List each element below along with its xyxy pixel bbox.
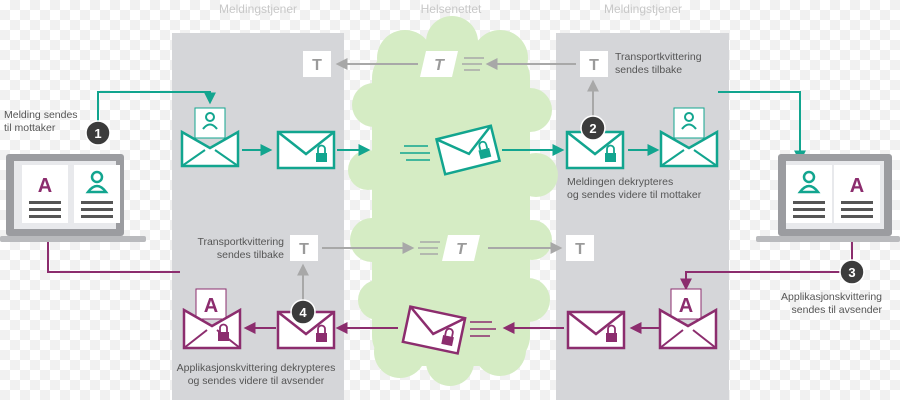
step-3-badge: 3 xyxy=(839,259,865,285)
transport-receipt-icon: T xyxy=(420,51,458,77)
svg-text:3: 3 xyxy=(848,265,855,280)
transport-left-label-line1: Transportkvittering xyxy=(197,236,284,248)
application-letter: A xyxy=(38,175,52,197)
motion-lines xyxy=(462,57,484,71)
app-return-arrow xyxy=(42,229,180,273)
transport-receipt-icon: T xyxy=(303,51,331,77)
application-letter: A xyxy=(204,295,218,317)
svg-text:T: T xyxy=(299,241,309,258)
application-letter: A xyxy=(850,175,864,197)
svg-text:1: 1 xyxy=(94,126,101,141)
locked-envelope-icon xyxy=(276,130,336,170)
right-server-header: Meldingstjener xyxy=(604,2,682,16)
left-server-header: Meldingstjener xyxy=(219,2,297,16)
transport-right-label-line1: Transportkvittering xyxy=(615,51,702,63)
svg-text:T: T xyxy=(575,241,585,258)
deliver-arrow xyxy=(718,91,806,163)
transport-receipt-icon: T xyxy=(566,235,594,261)
transport-left-label-line2: sendes tilbake xyxy=(217,249,284,261)
app-receipt-label-line1: Applikasjonskvittering xyxy=(781,291,882,303)
svg-text:T: T xyxy=(312,57,322,74)
person-document-icon xyxy=(74,165,120,223)
send-label-line2: til mottaker xyxy=(4,122,56,134)
svg-text:T: T xyxy=(456,241,467,258)
motion-lines xyxy=(400,145,430,161)
svg-text:2: 2 xyxy=(589,121,596,136)
svg-text:T: T xyxy=(434,57,445,74)
app-decrypt-label-line1: Applikasjonskvittering dekrypteres xyxy=(177,362,336,374)
decrypt-label-line1: Meldingen dekrypteres xyxy=(567,176,673,188)
open-envelope-person-icon xyxy=(659,107,719,168)
svg-text:4: 4 xyxy=(299,305,307,320)
application-document-icon xyxy=(22,165,68,223)
step-4-badge: 4 xyxy=(290,299,316,325)
app-receipt-label-line2: sendes til avsender xyxy=(792,304,883,316)
sender-laptop: A xyxy=(0,154,146,242)
transport-right-label-line2: sendes tilbake xyxy=(615,64,682,76)
network-header: Helsenettet xyxy=(421,2,482,16)
app-receipt-arrow xyxy=(680,218,853,291)
decrypt-label-line2: og sendes videre til mottaker xyxy=(567,189,702,201)
step-1-badge: 1 xyxy=(85,120,111,146)
motion-lines xyxy=(470,321,496,337)
app-decrypt-label-line2: og sendes videre til avsender xyxy=(188,375,325,387)
locked-envelope-icon xyxy=(566,310,626,350)
transport-receipt-icon: T xyxy=(442,235,480,261)
motion-lines xyxy=(418,241,440,255)
send-arrow xyxy=(97,91,216,124)
open-envelope-application-icon: A xyxy=(182,288,242,350)
svg-text:T: T xyxy=(589,57,599,74)
receiver-laptop: A xyxy=(756,154,900,242)
in-transit-envelope-icon xyxy=(434,124,502,176)
step-2-badge: 2 xyxy=(580,115,606,141)
transport-receipt-icon: T xyxy=(580,51,608,77)
person-document-icon xyxy=(786,165,832,223)
application-document-icon xyxy=(834,165,880,223)
open-envelope-person-icon xyxy=(180,107,240,168)
in-transit-envelope-icon xyxy=(401,305,467,355)
send-label-line1: Melding sendes xyxy=(4,109,78,121)
open-envelope-application-icon: A xyxy=(658,288,718,350)
transport-receipt-icon: T xyxy=(290,235,318,261)
application-letter: A xyxy=(679,295,693,317)
